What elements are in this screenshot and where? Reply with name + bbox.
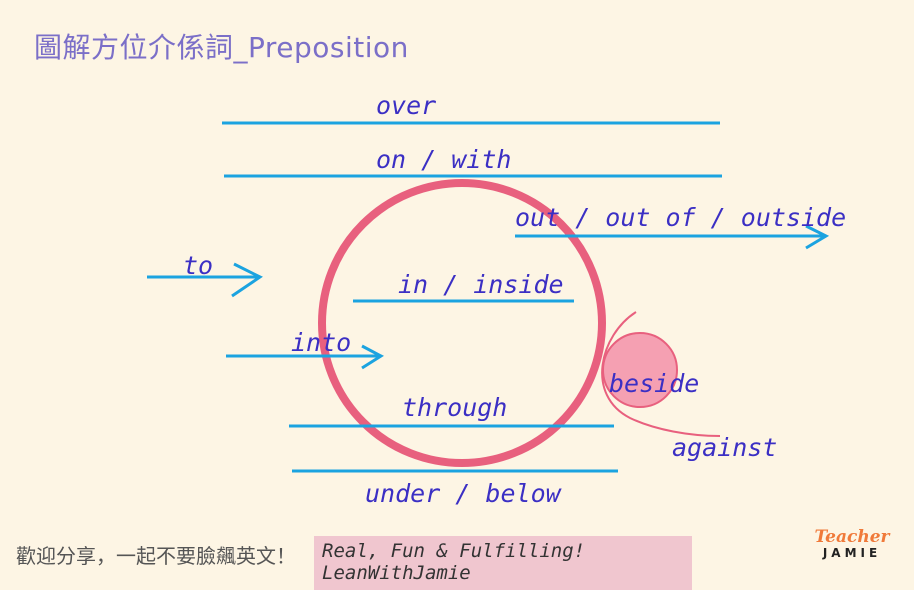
label-against: against xyxy=(672,433,777,462)
label-into: into xyxy=(291,328,351,357)
main-circle xyxy=(318,179,606,467)
logo-bottom-text: JAMIE xyxy=(822,546,882,560)
page-title: 圖解方位介係詞_Preposition xyxy=(34,31,409,64)
label-under: under / below xyxy=(365,479,563,508)
slogan-banner: Real, Fun & Fulfilling! LeanWithJamie xyxy=(314,536,692,590)
out-arrowhead xyxy=(805,224,830,250)
label-in: in / inside xyxy=(398,270,564,299)
label-through: through xyxy=(402,393,507,422)
teacher-jamie-logo: Teacher JAMIE xyxy=(812,528,892,560)
footer-text: 歡迎分享，一起不要臉飆英文！ xyxy=(16,544,296,568)
label-on-with: on / with xyxy=(376,145,511,174)
against-curve xyxy=(601,311,721,437)
label-to: to xyxy=(183,251,213,280)
to-arrowhead xyxy=(231,262,263,298)
label-over: over xyxy=(376,91,436,120)
label-out: out / out of / outside xyxy=(515,203,846,232)
label-beside: beside xyxy=(609,369,699,398)
into-arrowhead xyxy=(361,344,384,370)
logo-top-text: Teacher xyxy=(814,527,890,547)
